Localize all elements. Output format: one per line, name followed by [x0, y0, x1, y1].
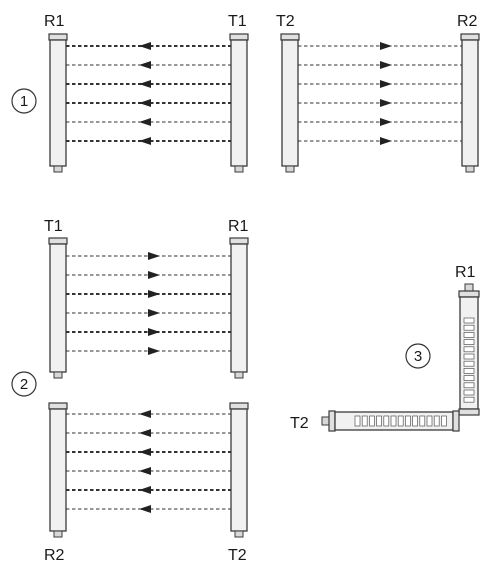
- optical-cell: [463, 324, 475, 331]
- optical-cell: [354, 415, 361, 427]
- label-r2-g2: R2: [44, 547, 65, 564]
- optical-cell: [419, 415, 426, 427]
- optical-cell: [463, 368, 475, 374]
- circle-number-2: 2: [11, 371, 37, 397]
- group-2: T1 R1 R2 T2 2: [11, 218, 249, 564]
- optical-cell: [397, 415, 404, 427]
- arrow-icon: [139, 80, 151, 88]
- bar-r2: [460, 33, 480, 173]
- beams-group1-left: [66, 42, 231, 145]
- beams-group1-right: [298, 42, 462, 145]
- arrow-icon: [148, 290, 160, 298]
- beams-group2-bottom: [66, 410, 231, 513]
- circle-number-3: 3: [405, 343, 431, 369]
- arrow-icon: [139, 61, 151, 69]
- arrow-icon: [139, 118, 151, 126]
- label-r1: R1: [44, 13, 65, 30]
- bar-t2: [280, 33, 300, 173]
- arrow-icon: [139, 137, 151, 145]
- arrow-icon: [139, 467, 151, 475]
- arrow-icon: [139, 486, 151, 494]
- optical-cell: [463, 389, 475, 396]
- bar-r1-g3: [458, 283, 480, 416]
- arrow-icon: [380, 61, 392, 69]
- arrow-icon: [380, 137, 392, 145]
- optical-cell: [463, 346, 475, 353]
- arrow-icon: [148, 347, 160, 355]
- bar-t1-g2: [48, 237, 68, 379]
- optical-cell: [361, 415, 368, 427]
- optical-cell: [463, 353, 475, 360]
- arrow-icon: [380, 42, 392, 50]
- arrow-icon: [380, 99, 392, 107]
- label-t1-g2: T1: [44, 218, 63, 235]
- arrow-icon: [380, 80, 392, 88]
- label-r1-g3: R1: [455, 264, 476, 281]
- svg-text:2: 2: [20, 376, 28, 393]
- optical-cell: [383, 415, 390, 427]
- optical-cell: [463, 360, 475, 367]
- optical-cell: [369, 415, 375, 427]
- arrow-icon: [139, 505, 151, 513]
- arrow-icon: [148, 328, 160, 336]
- arrow-icon: [139, 429, 151, 437]
- arrow-icon: [148, 309, 160, 317]
- arrow-icon: [139, 448, 151, 456]
- optical-cell: [441, 415, 447, 427]
- label-t2-g3: T2: [290, 415, 309, 432]
- optical-cell: [412, 415, 418, 427]
- arrow-icon: [380, 118, 392, 126]
- label-r1-g2: R1: [228, 218, 249, 235]
- svg-text:3: 3: [414, 348, 422, 365]
- optical-cell: [390, 415, 397, 427]
- optical-cell: [433, 415, 440, 427]
- optical-cell: [463, 375, 475, 381]
- bar-r1-g2: [229, 237, 249, 379]
- optical-cell: [463, 317, 475, 324]
- label-t2-g2: T2: [228, 547, 247, 564]
- bar-t2-cells: [354, 415, 447, 427]
- arrow-icon: [148, 271, 160, 279]
- svg-text:1: 1: [20, 93, 28, 110]
- bar-t2-g3: [321, 410, 460, 432]
- arrow-icon: [139, 410, 151, 418]
- label-r2: R2: [457, 13, 478, 30]
- bar-r1-cells: [463, 317, 475, 403]
- optical-cell: [463, 332, 475, 338]
- bar-t2-g2: [229, 402, 249, 538]
- group-1: R1 T1 T2 R2 1: [11, 13, 480, 173]
- optical-cell: [463, 382, 475, 389]
- optical-cell: [376, 415, 382, 427]
- arrow-icon: [148, 252, 160, 260]
- optical-cell: [426, 415, 433, 427]
- arrow-icon: [139, 99, 151, 107]
- bar-r1: [48, 33, 68, 173]
- optical-cell: [405, 415, 411, 427]
- label-t2: T2: [276, 13, 295, 30]
- beams-group2-top: [66, 252, 231, 355]
- label-t1: T1: [228, 13, 247, 30]
- bar-r2-g2: [48, 402, 68, 538]
- arrow-icon: [139, 42, 151, 50]
- bar-t1: [229, 33, 249, 173]
- circle-number-1: 1: [11, 88, 37, 114]
- optical-cell: [463, 396, 475, 403]
- group-3: R1 T2 3: [290, 264, 480, 432]
- optical-cell: [463, 339, 475, 345]
